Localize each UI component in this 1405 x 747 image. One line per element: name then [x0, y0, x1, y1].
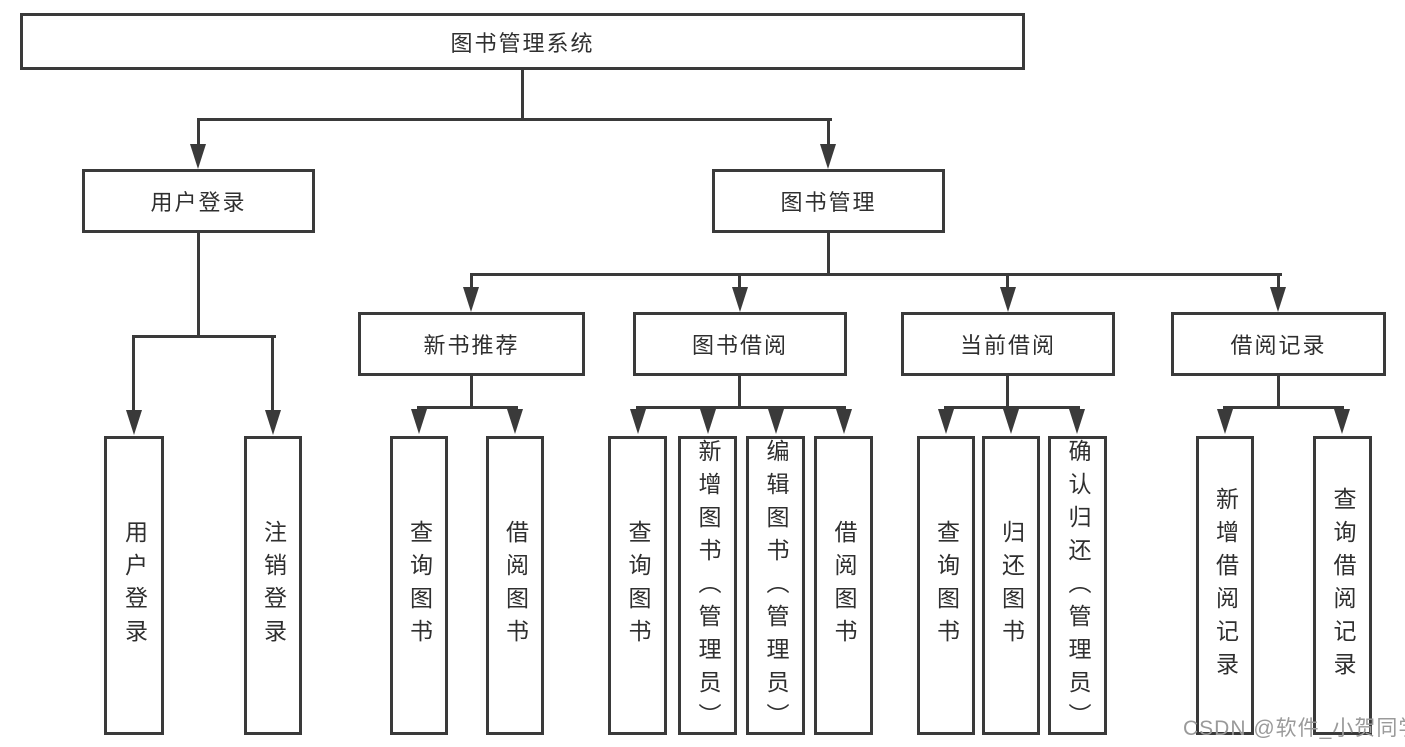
connector-book-management-stem: [827, 121, 830, 144]
leaf-br-query-record: 查询借阅记录: [1313, 436, 1372, 735]
connector-current-borrow-leaf-bar: [944, 406, 1080, 409]
leaf-logout-label: 注销登录: [260, 519, 287, 652]
arrow-to-leaf-cb-confirm: [1069, 409, 1085, 434]
node-current-borrow: 当前借阅: [901, 312, 1115, 376]
arrow-to-leaf-cb-query: [938, 409, 954, 434]
node-book-management: 图书管理: [712, 169, 945, 233]
node-book-borrow: 图书借阅: [633, 312, 847, 376]
arrow-to-user-login: [190, 144, 206, 169]
leaf-bb-borrow-books-label: 借阅图书: [831, 519, 857, 652]
leaf-br-query-record-label: 查询借阅记录: [1330, 486, 1356, 685]
node-user-login: 用户登录: [82, 169, 315, 233]
connector-current-borrow-down: [1006, 376, 1009, 406]
leaf-bb-add-books-admin: 新增图书（管理员）: [678, 436, 737, 736]
leaf-bb-borrow-books: 借阅图书: [814, 436, 873, 735]
arrow-to-leaf-bb-add: [700, 409, 716, 434]
leaf-br-add-record-label: 新增借阅记录: [1212, 486, 1239, 685]
arrow-to-current-borrow: [1000, 287, 1016, 312]
leaf-bb-edit-books-admin: 编辑图书（管理员）: [746, 436, 805, 736]
arrow-to-leaf-bb-borrow: [836, 409, 852, 434]
arrow-to-leaf-bb-edit: [768, 409, 784, 434]
node-book-management-label: 图书管理: [780, 190, 877, 215]
arrow-to-leaf-nb-query: [411, 409, 427, 434]
arrow-to-leaf-br-add: [1217, 409, 1233, 434]
connector-borrow-records-down: [1277, 376, 1280, 406]
connector-borrow-records-stem: [1277, 276, 1280, 288]
connector-borrow-records-leaf-bar: [1223, 406, 1344, 409]
connector-book-borrow-down: [738, 376, 741, 406]
connector-new-book-down: [470, 376, 473, 406]
connector-new-book-stem: [470, 276, 473, 288]
node-new-book-recommend: 新书推荐: [358, 312, 585, 376]
connector-book-borrow-leaf-bar: [636, 406, 846, 409]
leaf-cb-query-books-label: 查询图书: [933, 519, 960, 652]
arrow-to-book-borrow: [732, 287, 748, 312]
arrow-to-leaf-nb-borrow: [507, 409, 523, 434]
node-book-borrow-label: 图书借阅: [691, 333, 788, 358]
node-user-login-label: 用户登录: [150, 190, 247, 215]
leaf-cb-confirm-return-admin-label: 确认归还（管理员）: [1065, 439, 1091, 736]
connector-leaf-logout-stem: [271, 338, 274, 411]
arrow-to-leaf-br-query: [1334, 409, 1350, 434]
leaf-br-add-record: 新增借阅记录: [1196, 436, 1254, 735]
connector-user-login-down: [197, 233, 200, 335]
csdn-watermark: CSDN @软件_小贺同学: [1183, 717, 1405, 740]
leaf-nb-query-books-label: 查询图书: [406, 519, 433, 652]
leaf-cb-confirm-return-admin: 确认归还（管理员）: [1048, 436, 1107, 736]
arrow-to-new-book-recommend: [463, 287, 479, 312]
arrow-to-leaf-cb-return: [1003, 409, 1019, 434]
leaf-cb-return-books: 归还图书: [982, 436, 1040, 735]
arrow-to-leaf-user-login: [126, 410, 142, 435]
leaf-logout: 注销登录: [244, 436, 302, 735]
connector-user-login-leaf-bar: [132, 335, 276, 338]
node-new-book-recommend-label: 新书推荐: [423, 333, 520, 358]
connector-level2-bar: [197, 118, 832, 121]
arrow-to-leaf-bb-query: [630, 409, 646, 434]
connector-user-login-stem: [197, 121, 200, 144]
leaf-nb-borrow-books-label: 借阅图书: [502, 519, 529, 652]
leaf-user-login: 用户登录: [104, 436, 164, 735]
leaf-cb-query-books: 查询图书: [917, 436, 975, 735]
arrow-to-borrow-records: [1270, 287, 1286, 312]
connector-leaf-user-login-stem: [132, 338, 135, 411]
arrow-to-book-management: [820, 144, 836, 169]
leaf-user-login-label: 用户登录: [121, 519, 148, 652]
node-root: 图书管理系统: [20, 13, 1025, 70]
leaf-bb-query-books: 查询图书: [608, 436, 667, 735]
connector-book-management-down: [827, 233, 830, 273]
leaf-bb-add-books-admin-label: 新增图书（管理员）: [695, 439, 721, 736]
connector-new-book-leaf-bar: [417, 406, 518, 409]
leaf-nb-query-books: 查询图书: [390, 436, 448, 735]
node-current-borrow-label: 当前借阅: [959, 333, 1056, 358]
leaf-nb-borrow-books: 借阅图书: [486, 436, 544, 735]
connector-current-borrow-stem: [1006, 276, 1009, 288]
leaf-cb-return-books-label: 归还图书: [998, 519, 1025, 652]
connector-level3-bar: [470, 273, 1282, 276]
connector-book-borrow-stem: [738, 276, 741, 288]
node-borrow-records-label: 借阅记录: [1230, 333, 1327, 358]
leaf-bb-edit-books-admin-label: 编辑图书（管理员）: [763, 439, 789, 736]
node-borrow-records: 借阅记录: [1171, 312, 1386, 376]
node-root-label: 图书管理系统: [450, 30, 595, 56]
leaf-bb-query-books-label: 查询图书: [625, 519, 651, 652]
arrow-to-leaf-logout: [265, 410, 281, 435]
connector-root-stem: [521, 70, 524, 118]
